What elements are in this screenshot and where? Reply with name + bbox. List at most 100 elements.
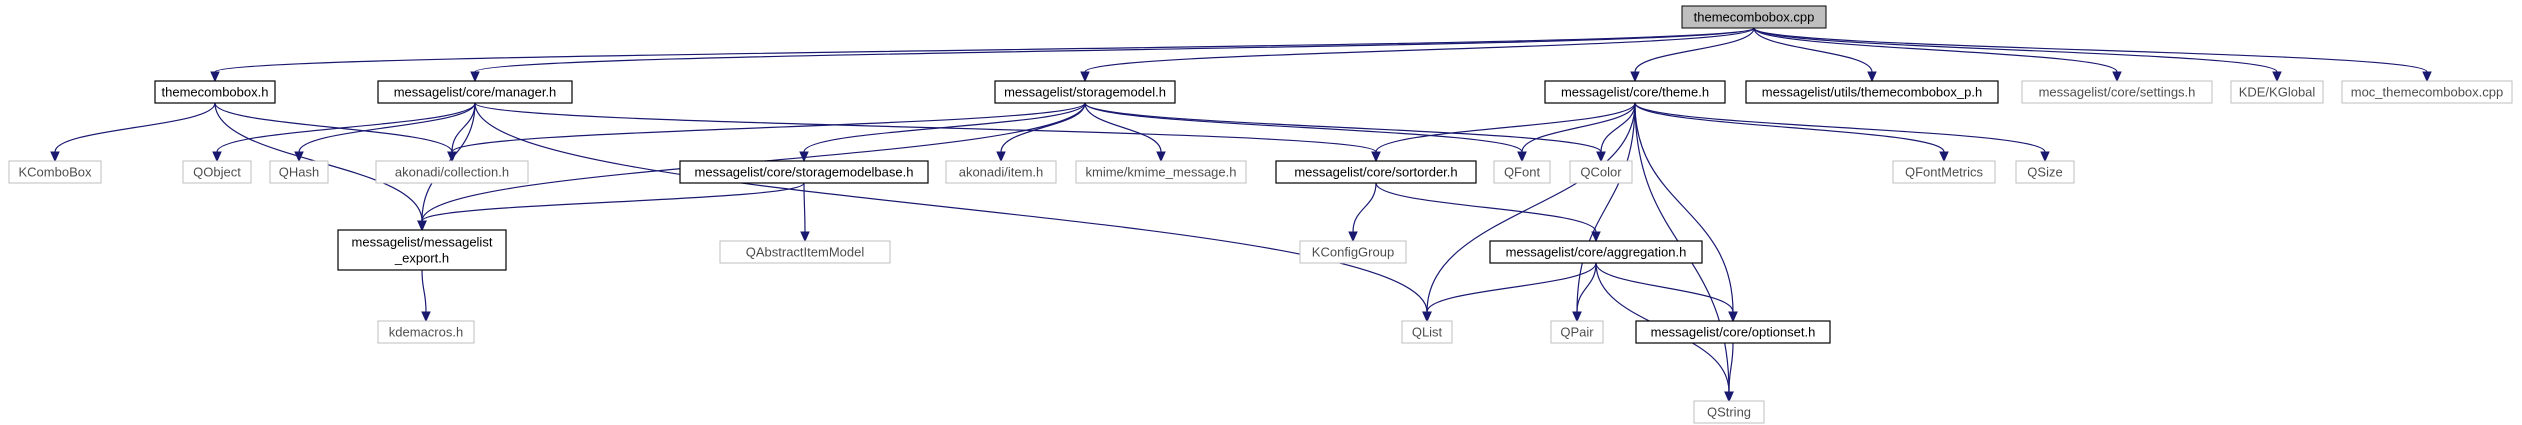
node-label: _export.h (394, 251, 449, 266)
edge-line (803, 102, 1086, 153)
node-export-h[interactable]: messagelist/messagelist_export.h (337, 229, 507, 271)
node-settings-h: messagelist/core/settings.h (2021, 80, 2213, 104)
node-label: moc_themecombobox.cpp (2351, 85, 2503, 100)
node-storagemodelbase-h[interactable]: messagelist/core/storagemodelbase.h (679, 160, 929, 184)
node-label: QFont (1504, 165, 1541, 180)
node-label: QSize (2027, 165, 2062, 180)
node-themecombobox-p-h[interactable]: messagelist/utils/themecombobox_p.h (1745, 80, 1999, 104)
arrowhead-icon (1156, 151, 1166, 163)
node-item-h: akonadi/item.h (945, 160, 1057, 184)
edge-themecombobox_h-to-collection_h (214, 102, 457, 163)
node-qpair: QPair (1550, 320, 1604, 344)
edge-theme_h-to-optionset_h (1634, 102, 1738, 323)
node-box (154, 80, 276, 104)
node-label: QObject (193, 165, 241, 180)
node-label: akonadi/item.h (959, 165, 1044, 180)
node-kdemacros-h: kdemacros.h (377, 320, 475, 344)
node-box (8, 160, 102, 184)
edge-line (1576, 262, 1597, 313)
node-box (377, 320, 475, 344)
node-themecombobox-h[interactable]: themecombobox.h (154, 80, 276, 104)
arrowhead-icon (447, 151, 457, 163)
arrowhead-icon (2040, 151, 2050, 163)
edge-line (1595, 262, 1734, 313)
node-box (1075, 160, 1247, 184)
edge-line (214, 102, 453, 153)
node-label: messagelist/core/aggregation.h (1506, 245, 1687, 260)
node-box (337, 229, 507, 271)
edge-export_h-to-kdemacros_h (421, 269, 431, 323)
node-label: themecombobox.h (162, 85, 269, 100)
node-box (1569, 160, 1633, 184)
node-box (375, 160, 529, 184)
arrowhead-icon (294, 151, 304, 163)
edge-storagemodelbase_h-to-qabstractitemmodel (800, 182, 810, 243)
node-label: kdemacros.h (389, 325, 463, 340)
arrowhead-icon (1591, 231, 1601, 243)
edge-root-to-moc (1753, 27, 2432, 83)
edge-line (1753, 27, 2278, 73)
node-manager-h[interactable]: messagelist/core/manager.h (377, 80, 573, 104)
arrowhead-icon (800, 231, 810, 243)
edge-line (1753, 27, 1873, 73)
edge-line (1084, 102, 1602, 153)
edge-line (1084, 27, 1755, 73)
arrowhead-icon (2112, 71, 2122, 83)
arrowhead-icon (1630, 71, 1640, 83)
arrowhead-icon (1572, 311, 1582, 323)
node-storagemodel-h[interactable]: messagelist/storagemodel.h (994, 80, 1176, 104)
node-qabstractitemmodel: QAbstractItemModel (719, 240, 891, 264)
arrowhead-icon (421, 311, 431, 323)
edge-line (1600, 102, 1636, 153)
edge-sortorder_h-to-kconfiggroup (1348, 182, 1377, 243)
edge-line (1352, 182, 1377, 233)
node-optionset-h[interactable]: messagelist/core/optionset.h (1635, 320, 1831, 344)
node-aggregation-h[interactable]: messagelist/core/aggregation.h (1489, 240, 1703, 264)
arrowhead-icon (212, 151, 222, 163)
node-box (2015, 160, 2075, 184)
edge-line (1084, 102, 1162, 153)
node-sortorder-h[interactable]: messagelist/core/sortorder.h (1275, 160, 1477, 184)
node-theme-h[interactable]: messagelist/core/theme.h (1544, 80, 1726, 104)
node-box (1544, 80, 1726, 104)
arrowhead-icon (799, 151, 809, 163)
node-label: QPair (1560, 325, 1594, 340)
node-label: messagelist/storagemodel.h (1004, 85, 1166, 100)
arrowhead-icon (1939, 151, 1949, 163)
node-box (719, 240, 891, 264)
node-kmime-h: kmime/kmime_message.h (1075, 160, 1247, 184)
node-box (1275, 160, 1477, 184)
node-label: KConfigGroup (1312, 245, 1394, 260)
edge-line (1521, 102, 1636, 153)
arrowhead-icon (210, 71, 220, 83)
arrowhead-icon (1867, 71, 1877, 83)
arrowhead-icon (1080, 71, 1090, 83)
node-label: messagelist/core/settings.h (2039, 85, 2196, 100)
arrowhead-icon (1596, 151, 1606, 163)
node-box (945, 160, 1057, 184)
arrowhead-icon (1348, 231, 1358, 243)
edge-line (298, 102, 476, 153)
arrowhead-icon (50, 151, 60, 163)
arrowhead-icon (1371, 151, 1381, 163)
node-box (1681, 5, 1827, 29)
node-qsize: QSize (2015, 160, 2075, 184)
node-label: KDE/KGlobal (2239, 85, 2316, 100)
edge-line (451, 102, 1086, 153)
edge-themecombobox_h-to-kcombobox (50, 102, 216, 163)
node-moc: moc_themecombobox.cpp (2341, 80, 2513, 104)
edge-line (421, 182, 805, 222)
edge-manager_h-to-sortorder_h (474, 102, 1381, 163)
node-qfont: QFont (1493, 160, 1551, 184)
node-label: QList (1412, 325, 1443, 340)
node-box (1550, 320, 1604, 344)
edge-aggregation_h-to-optionset_h (1595, 262, 1738, 323)
edge-line (1576, 102, 1636, 313)
edge-line (1426, 102, 1636, 313)
edge-manager_h-to-qlist (474, 102, 1432, 323)
node-box (994, 80, 1176, 104)
edge-line (474, 102, 1377, 153)
node-label: messagelist/core/manager.h (394, 85, 557, 100)
node-box (1693, 400, 1765, 424)
node-root[interactable]: themecombobox.cpp (1681, 5, 1827, 29)
